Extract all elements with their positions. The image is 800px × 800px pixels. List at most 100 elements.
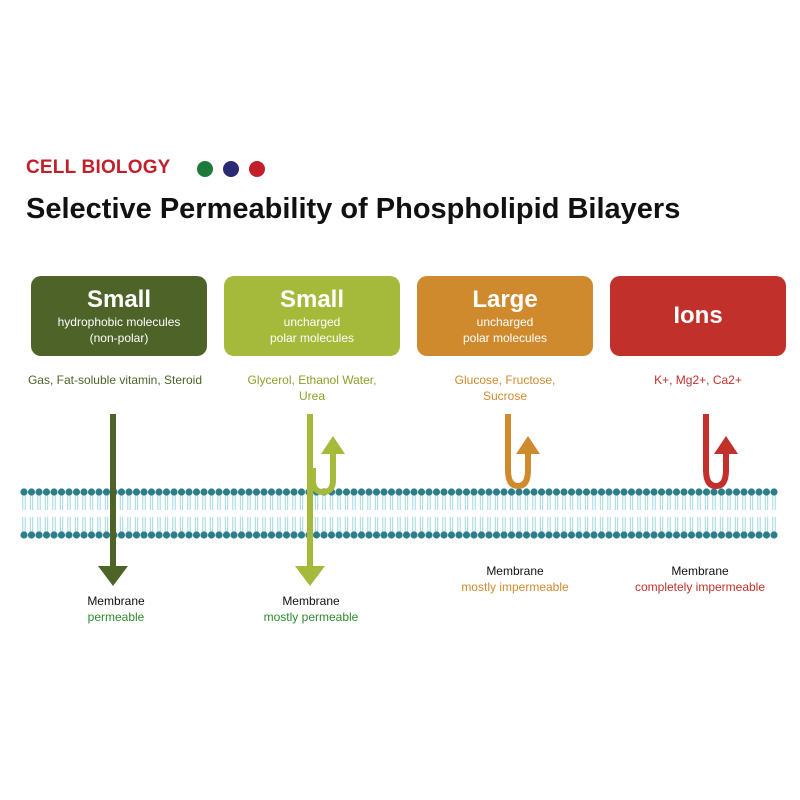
lipid-head [537,531,546,539]
lipid-head [357,488,366,496]
arrow-head-down [295,566,325,586]
lipid-head [282,488,291,496]
result-label: Membrane [87,594,145,608]
lipid-head [335,488,343,496]
lipid-head [65,531,73,539]
arrow-head-up [321,436,345,454]
card-heading: Small [279,286,345,313]
card-subtitle-2: polar molecules [462,331,548,345]
lipid-head [545,531,553,539]
lipid-head [230,488,238,496]
lipid-head [72,531,81,539]
card-subtitle-1: uncharged [283,315,341,329]
lipid-head [372,531,381,539]
lipid-head [140,488,148,496]
card-heading: Ions [673,302,723,329]
lipid-head [282,531,291,539]
lipid-head [185,488,193,496]
lipid-head [27,488,36,496]
lipid-head [117,488,126,496]
lipid-head [207,531,216,539]
lipid-head [350,488,358,496]
lipid-head [170,531,178,539]
lipid-head [230,531,238,539]
lipid-head [327,531,336,539]
lipid-head [155,488,163,496]
lipid-head [222,488,231,496]
lipid-head [500,488,508,496]
lipid-head [605,488,613,496]
lipid-head [290,531,298,539]
card-subtitle-1: uncharged [476,315,534,329]
lipid-head [515,488,523,496]
lipid-head [35,488,43,496]
lipid-head [95,531,103,539]
lipid-head [200,531,208,539]
result-status: completely impermeable [634,580,766,594]
lipid-head [192,531,201,539]
lipid-head [462,531,471,539]
lipid-head [507,488,516,496]
arrow-shaft [307,414,313,570]
lipid-head [680,488,688,496]
lipid-head [65,488,73,496]
lipid-head [515,531,523,539]
lipid-head [275,531,283,539]
lipid-head [365,488,373,496]
result-status: mostly impermeable [461,580,569,594]
lipid-head [417,531,426,539]
lipid-head [342,531,351,539]
lipid-head [102,488,111,496]
lipid-head [665,531,673,539]
lipid-head [687,488,696,496]
lipid-head [470,531,478,539]
arrow-shaft [110,414,116,570]
lipid-head [627,488,636,496]
lipid-head [50,488,58,496]
arrow-head-down [98,566,128,586]
u-turn-arrow [505,414,531,490]
lipid-head [35,531,43,539]
color-dots [197,161,265,177]
result-ions: Membrane completely impermeable [605,563,795,595]
lipid-head [215,488,223,496]
lipid-head [87,531,96,539]
lipid-head [725,531,733,539]
examples-ions: K+, Mg2+, Ca2+ [654,373,742,387]
lipid-head [440,488,448,496]
lipid-head [755,531,763,539]
lipid-head [762,488,771,496]
lipid-head [612,488,621,496]
lipid-head [365,531,373,539]
lipid-head [672,488,681,496]
lipid-head [185,531,193,539]
red-dot [249,161,265,177]
lipid-head [567,488,576,496]
lipid-head [455,488,463,496]
lipid-head [312,531,321,539]
lipid-head [80,531,88,539]
lipid-head [597,531,606,539]
lipid-head [387,488,396,496]
lipid-head [537,488,546,496]
lipid-head [635,488,643,496]
page-title: Selective Permeability of Phospholipid B… [26,193,681,225]
card-subtitle-2: (non-polar) [89,331,149,345]
lipid-head [42,488,51,496]
lipid-head [20,488,28,496]
lipid-head [245,488,253,496]
lipid-head [477,488,486,496]
lipid-head [245,531,253,539]
lipid-head [462,488,471,496]
lipid-head [410,531,418,539]
lipid-head [627,531,636,539]
u-turn-arrow [703,414,729,490]
lipid-head [395,531,403,539]
lipid-head [770,488,778,496]
lipid-head [440,531,448,539]
lipid-head [267,531,276,539]
lipid-head [755,488,763,496]
lipid-head [162,488,171,496]
lipid-head [237,488,246,496]
